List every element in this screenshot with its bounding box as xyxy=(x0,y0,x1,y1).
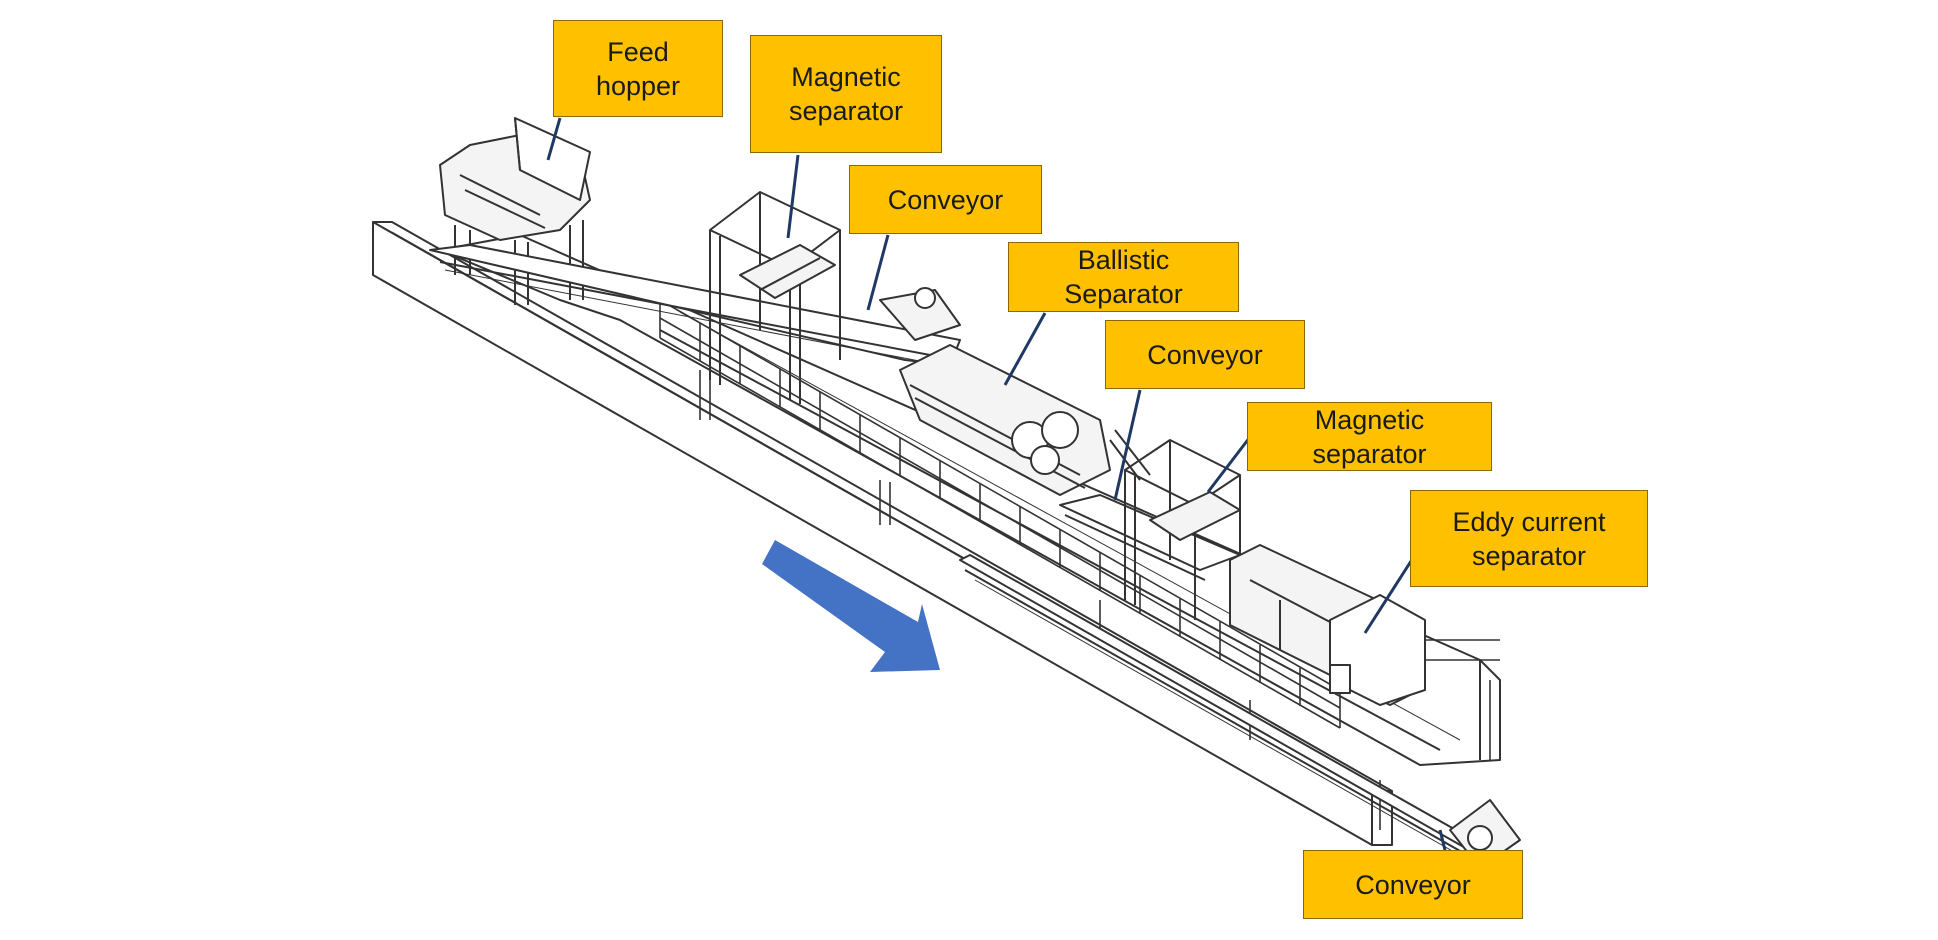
conveyor-label-1: Conveyor xyxy=(849,165,1042,234)
eddy-current-separator-machine xyxy=(1229,544,1426,706)
conveyor-label-2: Conveyor xyxy=(1105,320,1305,389)
leader-lines xyxy=(546,117,1447,851)
conveyor-1-machine xyxy=(429,244,961,366)
magnetic-separator-label-1: Magnetic separator xyxy=(750,35,942,153)
leader-conveyor-3 xyxy=(1438,829,1447,851)
feed-hopper-machine xyxy=(439,117,591,305)
leader-eddy-current-separator xyxy=(1363,557,1415,634)
leader-magnetic-separator-1 xyxy=(786,154,800,239)
ballistic-separator-label: Ballistic Separator xyxy=(1008,242,1239,312)
magnetic-separator-2-frame xyxy=(1124,439,1241,620)
ballistic-separator-machine xyxy=(899,344,1151,496)
magnetic-separator-1-frame xyxy=(709,191,841,404)
conveyor-3-machine xyxy=(959,554,1521,879)
feed-hopper-label: Feed hopper xyxy=(553,20,723,117)
leader-conveyor-2 xyxy=(1113,389,1142,501)
magnetic-separator-label-2: Magnetic separator xyxy=(1247,402,1492,471)
handrail xyxy=(659,299,1500,729)
foundation-slab xyxy=(372,221,1393,846)
leader-ballistic-separator xyxy=(1003,312,1047,386)
eddy-current-separator-label: Eddy current separator xyxy=(1410,490,1648,587)
arrow-down-right-icon xyxy=(762,540,940,672)
leader-magnetic-separator-2 xyxy=(1206,436,1252,493)
leader-conveyor-1 xyxy=(866,234,890,311)
leader-feed-hopper xyxy=(546,117,562,161)
conveyor-label-3: Conveyor xyxy=(1303,850,1523,919)
